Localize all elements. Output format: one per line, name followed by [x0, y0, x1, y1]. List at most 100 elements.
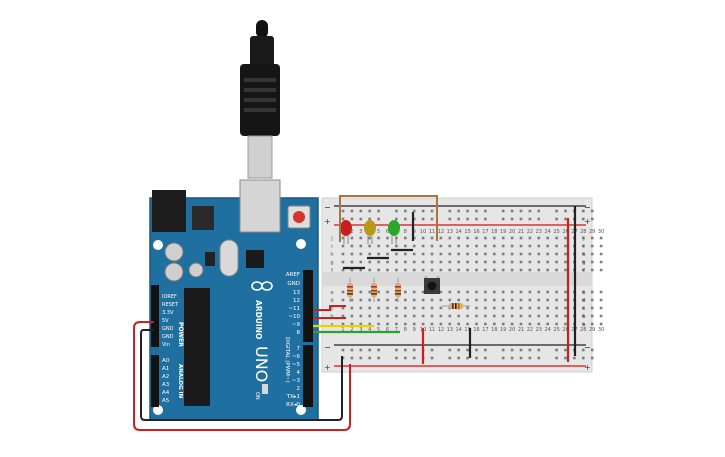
breadboard-label: e [330, 290, 333, 296]
breadboard-hole [546, 322, 549, 326]
breadboard-hole [377, 348, 380, 352]
breadboard-label: 8 [404, 327, 407, 333]
pin-label: A1 [162, 366, 169, 372]
breadboard-hole [564, 290, 567, 294]
breadboard-label: i [583, 244, 584, 250]
breadboard-hole [564, 252, 567, 256]
breadboard-hole [412, 322, 416, 326]
breadboard-hole [457, 209, 460, 213]
breadboard-hole [448, 209, 452, 213]
breadboard-hole [395, 322, 398, 326]
breadboard-hole [359, 244, 363, 248]
breadboard-hole [484, 209, 487, 213]
breadboard-hole [528, 290, 532, 294]
breadboard-hole [590, 314, 594, 318]
breadboard-hole [582, 236, 585, 240]
breadboard-hole [466, 298, 469, 302]
breadboard-hole [412, 260, 416, 264]
on-label: ON [254, 392, 260, 400]
breadboard-hole [555, 290, 558, 294]
breadboard-hole [510, 348, 514, 352]
breadboard-label: 13 [447, 327, 453, 333]
breadboard-hole [564, 348, 567, 352]
breadboard-hole [430, 348, 434, 352]
pin-label: AREF [286, 272, 300, 278]
breadboard-hole [412, 348, 416, 352]
breadboard-hole [466, 314, 469, 318]
breadboard-hole [421, 252, 425, 256]
breadboard-hole [519, 356, 523, 360]
breadboard-label: d [582, 298, 585, 304]
rail-minus-sign: − [584, 203, 591, 212]
breadboard-hole [590, 298, 594, 302]
breadboard-hole [590, 244, 594, 248]
breadboard-hole [510, 306, 514, 310]
breadboard-hole [412, 356, 416, 360]
breadboard-hole [501, 209, 505, 213]
breadboard-label: 29 [589, 327, 595, 333]
breadboard-hole [412, 244, 416, 248]
breadboard-label: 5 [377, 229, 380, 235]
breadboard-hole [573, 356, 576, 360]
breadboard-hole [350, 322, 354, 326]
wire-red-5v [133, 321, 351, 431]
breadboard-hole [537, 209, 541, 213]
breadboard-hole [457, 252, 460, 256]
breadboard-label: 30 [598, 327, 604, 333]
breadboard-hole [430, 356, 434, 360]
breadboard-hole [501, 260, 505, 264]
breadboard-hole [404, 348, 407, 352]
breadboard-hole [475, 356, 478, 360]
breadboard-hole [555, 298, 558, 302]
breadboard-hole [475, 209, 478, 213]
breadboard-hole [555, 306, 558, 310]
breadboard-hole [412, 268, 416, 272]
breadboard-hole [448, 260, 452, 264]
breadboard-hole [386, 314, 389, 318]
breadboard-hole [510, 236, 514, 240]
usb-socket [239, 179, 281, 233]
breadboard-hole [448, 314, 452, 318]
breadboard-hole [368, 306, 371, 310]
breadboard-hole [475, 236, 478, 240]
pin-label: 8 [297, 330, 301, 336]
arduino-uno-board: AREF GND 13 12 ~11 ~10 ~9 8 7 ~6 ~5 4 ~3… [149, 179, 319, 421]
breadboard-hole [582, 314, 585, 318]
breadboard-hole [555, 236, 558, 240]
breadboard-hole [519, 322, 523, 326]
breadboard-hole [341, 268, 345, 272]
rail-plus-sign: + [324, 363, 331, 372]
breadboard-hole [430, 236, 434, 240]
pin-label: 4 [297, 370, 301, 376]
pin-label: 2 [297, 386, 301, 392]
breadboard-hole [368, 322, 371, 326]
breadboard-hole [430, 244, 434, 248]
breadboard-hole [341, 236, 345, 240]
breadboard-label: 20 [509, 327, 515, 333]
breadboard-hole [350, 217, 354, 221]
rail-minus-sign: − [324, 343, 331, 352]
breadboard-label: 13 [447, 229, 453, 235]
breadboard-label: 26 [562, 229, 568, 235]
pin-label: ~9 [292, 322, 301, 328]
breadboard-hole [421, 314, 425, 318]
breadboard-label: 21 [518, 229, 524, 235]
breadboard-hole [341, 209, 345, 213]
breadboard-hole [501, 306, 505, 310]
pin-label: 13 [293, 290, 300, 296]
breadboard-hole [599, 260, 603, 264]
breadboard-hole [368, 314, 371, 318]
breadboard-hole [377, 298, 380, 302]
breadboard-hole [590, 306, 594, 310]
breadboard-hole [421, 260, 425, 264]
breadboard: 1122334455667788991010111112121313141415… [321, 197, 604, 373]
breadboard-hole [519, 252, 523, 256]
breadboard-hole [555, 244, 558, 248]
breadboard-hole [439, 298, 443, 302]
breadboard-label: 19 [500, 327, 506, 333]
breadboard-hole [519, 209, 523, 213]
breadboard-hole [457, 268, 460, 272]
breadboard-hole [555, 252, 558, 256]
pin-label: RESET [162, 302, 179, 308]
